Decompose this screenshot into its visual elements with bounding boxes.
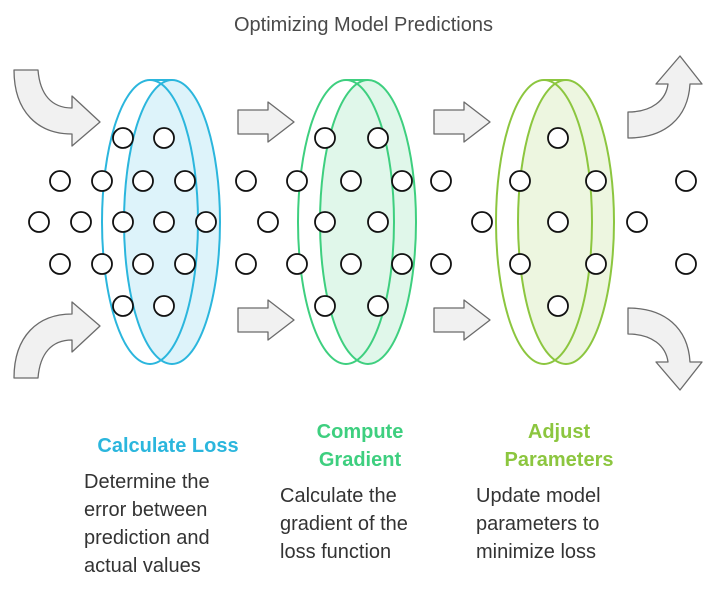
- data-point: [112, 295, 134, 317]
- data-point: [547, 295, 569, 317]
- step-title-calculate-loss: Calculate Loss: [97, 435, 239, 457]
- data-point: [49, 170, 71, 192]
- data-point: [91, 170, 113, 192]
- step-compute-gradient: Compute Gradient Calculate the gradient …: [280, 418, 440, 566]
- data-point: [391, 170, 413, 192]
- data-point: [314, 295, 336, 317]
- data-point: [153, 127, 175, 149]
- straight-arrow-2-bottom: [433, 299, 491, 341]
- data-point: [391, 253, 413, 275]
- data-point: [195, 211, 217, 233]
- data-point: [547, 127, 569, 149]
- data-point: [286, 253, 308, 275]
- step-calculate-loss: Calculate Loss Determine the error betwe…: [84, 432, 252, 580]
- curved-arrow-out-bottom: [627, 307, 703, 391]
- data-point: [70, 211, 92, 233]
- data-point: [585, 170, 607, 192]
- data-point: [547, 211, 569, 233]
- data-point: [675, 253, 697, 275]
- data-point: [112, 127, 134, 149]
- data-point: [153, 295, 175, 317]
- data-point: [91, 253, 113, 275]
- diagram-title: Optimizing Model Predictions: [234, 14, 493, 36]
- straight-arrow-1-bottom: [237, 299, 295, 341]
- lens-rings: [101, 79, 615, 365]
- data-point: [675, 170, 697, 192]
- data-point: [509, 253, 531, 275]
- step-description-calculate-loss: Determine the error between prediction a…: [84, 471, 210, 577]
- data-point: [132, 170, 154, 192]
- data-point: [367, 127, 389, 149]
- data-point: [153, 211, 175, 233]
- step-description-compute-gradient: Calculate the gradient of the loss funct…: [280, 485, 408, 563]
- data-point: [174, 253, 196, 275]
- flow-arrows: [13, 55, 703, 391]
- data-point: [430, 170, 452, 192]
- data-point: [286, 170, 308, 192]
- data-point: [257, 211, 279, 233]
- data-point: [585, 253, 607, 275]
- data-point: [132, 253, 154, 275]
- data-point: [49, 253, 71, 275]
- data-points: [28, 127, 697, 317]
- data-point: [626, 211, 648, 233]
- step-adjust-parameters: Adjust Parameters Update model parameter…: [476, 418, 636, 566]
- data-point: [367, 211, 389, 233]
- data-point: [28, 211, 50, 233]
- data-point: [314, 127, 336, 149]
- data-point: [340, 170, 362, 192]
- data-point: [174, 170, 196, 192]
- data-point: [235, 253, 257, 275]
- data-point: [340, 253, 362, 275]
- data-point: [509, 170, 531, 192]
- data-point: [314, 211, 336, 233]
- step-description-adjust-parameters: Update model parameters to minimize loss: [476, 485, 601, 563]
- data-point: [367, 295, 389, 317]
- curved-arrow-out-top: [627, 55, 703, 139]
- step-title-adjust-parameters: Adjust Parameters: [504, 421, 614, 471]
- data-point: [430, 253, 452, 275]
- straight-arrow-2-top: [433, 101, 491, 143]
- curved-arrow-in-bottom: [13, 301, 101, 379]
- straight-arrow-1-top: [237, 101, 295, 143]
- curved-arrow-in-top: [13, 69, 101, 147]
- data-point: [471, 211, 493, 233]
- data-point: [112, 211, 134, 233]
- step-title-compute-gradient: Compute Gradient: [316, 421, 404, 471]
- data-point: [235, 170, 257, 192]
